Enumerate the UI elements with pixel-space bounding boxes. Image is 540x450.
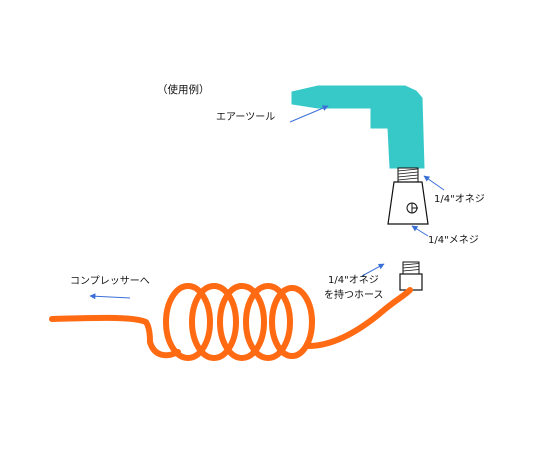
air-tool-label: エアーツール	[216, 112, 276, 123]
air-tool-body	[291, 85, 425, 169]
arrow-female-thread	[411, 225, 429, 237]
pointer-arrows	[89, 105, 445, 300]
compressor-label: コンプレッサーへ	[70, 276, 150, 287]
female-thread-label: 1/4"メネジ	[428, 235, 479, 246]
female-coupler	[387, 181, 429, 225]
hose-fitting	[399, 261, 423, 291]
arrow-air-tool	[289, 105, 329, 123]
hose-label-line1: 1/4"オネジ	[328, 275, 379, 286]
coiled-hose	[49, 283, 413, 361]
arrow-compressor	[89, 293, 131, 300]
arrow-male-thread	[423, 175, 445, 191]
male-thread-fitting	[397, 167, 419, 183]
usage-caption: （使用例）	[157, 84, 210, 96]
arrow-hose	[361, 263, 385, 277]
male-thread-label: 1/4"オネジ	[434, 194, 485, 205]
hose-label-line2: を持つホース	[324, 290, 384, 301]
